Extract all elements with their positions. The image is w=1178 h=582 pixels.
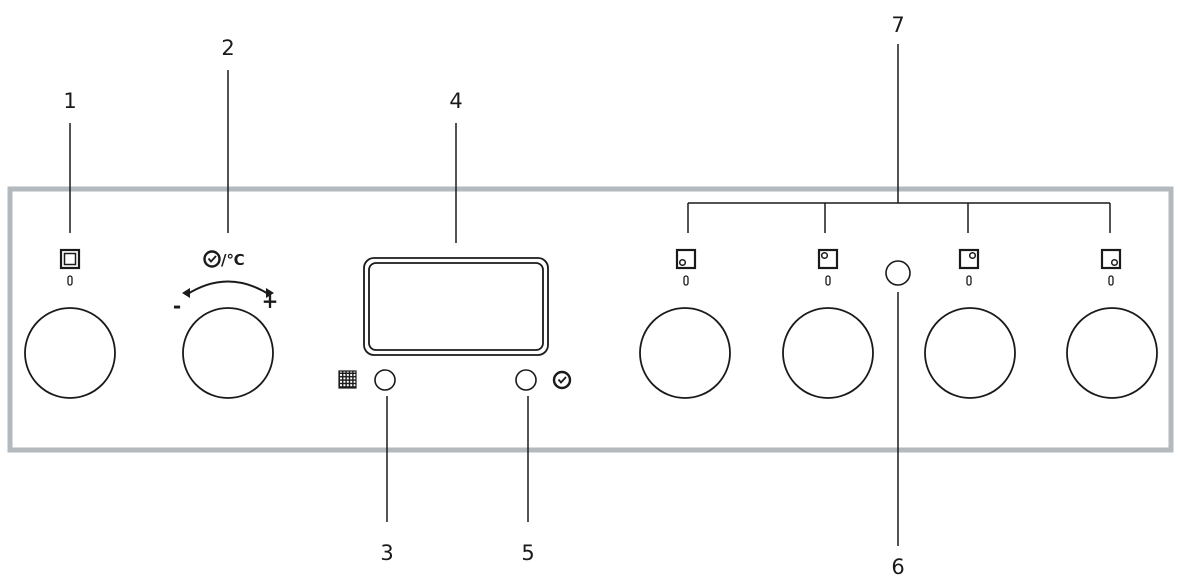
hob-knob-rear-left[interactable] (782, 307, 874, 399)
callout-6: 6 (891, 555, 904, 579)
time-temperature-indicator: /℃ - + (173, 250, 279, 318)
zone-rear-right-icon (958, 248, 980, 270)
callout-1: 1 (63, 89, 76, 113)
leader-lines (69, 44, 1111, 546)
hob-zone-front-right-indicator (1100, 248, 1122, 286)
hob-zone-rear-right-indicator (958, 248, 980, 286)
indicator-light-zone-4 (1108, 275, 1114, 286)
callout-4: 4 (449, 89, 462, 113)
adjust-arc (185, 280, 271, 296)
zone-front-left-icon (675, 248, 697, 270)
arc-arrow-right (266, 288, 274, 298)
zone-rear-left-icon (817, 248, 839, 270)
hob-knob-front-right[interactable] (1066, 307, 1158, 399)
callout-2: 2 (221, 36, 234, 60)
clock-icon (203, 250, 221, 268)
time-temperature-knob[interactable] (182, 307, 274, 399)
callout-3: 3 (380, 541, 393, 565)
temperature-unit-label: /℃ (221, 251, 245, 269)
hob-knob-rear-right[interactable] (924, 307, 1016, 399)
plus-sign: + (262, 289, 279, 313)
grill-icon (338, 370, 357, 389)
zone-front-right-icon (1100, 248, 1122, 270)
indicator-light-zone-2 (825, 275, 831, 286)
indicator-light-zone-1 (683, 275, 689, 286)
indicator-light-1 (67, 275, 73, 286)
minus-sign: - (173, 294, 181, 318)
oven-function-icon (59, 248, 81, 270)
hob-knob-front-left[interactable] (639, 307, 731, 399)
hob-zone-front-left-indicator (675, 248, 697, 286)
display-screen (368, 262, 544, 351)
callout-5: 5 (521, 541, 534, 565)
grill-button[interactable] (374, 369, 396, 391)
arc-arrow-left (182, 288, 190, 298)
display (363, 257, 549, 356)
power-indicator-lamp (885, 260, 911, 286)
oven-function-knob[interactable] (24, 307, 116, 399)
panel-frame (7, 186, 1174, 453)
oven-function-indicator (59, 248, 81, 286)
clock-icon-small (552, 370, 572, 390)
callout-7: 7 (891, 13, 904, 37)
hob-zone-rear-left-indicator (817, 248, 839, 286)
clock-button[interactable] (515, 369, 537, 391)
indicator-light-zone-3 (966, 275, 972, 286)
